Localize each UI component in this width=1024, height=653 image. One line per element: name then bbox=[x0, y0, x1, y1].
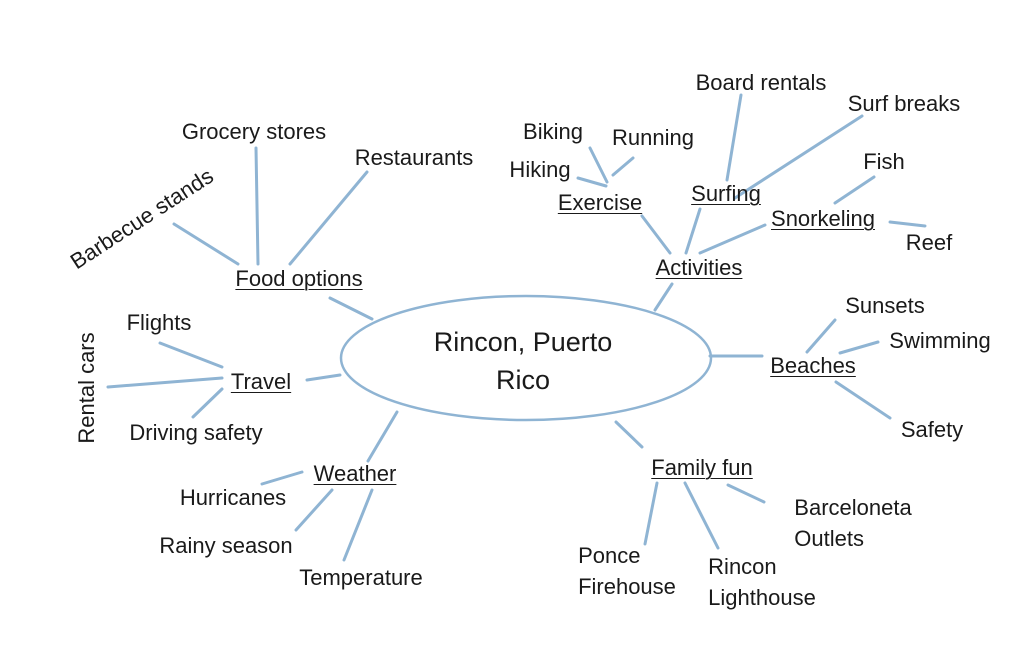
edge-exercise-biking bbox=[588, 146, 609, 184]
leaf-reef: Reef bbox=[905, 230, 953, 255]
leaf-hiking: Hiking bbox=[509, 157, 571, 182]
edge-family-barceloneta bbox=[726, 483, 766, 504]
edge-exercise-running bbox=[611, 156, 635, 177]
hub-food-options: Food options bbox=[235, 266, 363, 291]
hub-activities: Activities bbox=[655, 255, 743, 280]
edge-center-travel bbox=[305, 373, 342, 382]
leaf-fish: Fish bbox=[863, 149, 905, 174]
edge-center-activities bbox=[653, 282, 674, 312]
edge-activities-surfing bbox=[684, 207, 702, 255]
edge-family-ponce bbox=[643, 481, 659, 546]
edge-exercise-hiking bbox=[576, 176, 608, 188]
edge-center-family bbox=[614, 420, 644, 449]
leaf-temperature: Temperature bbox=[299, 565, 423, 590]
edge-activities-snorkeling bbox=[698, 223, 767, 255]
leaf-surf-breaks: Surf breaks bbox=[847, 91, 961, 116]
leaf-sunsets: Sunsets bbox=[845, 293, 925, 318]
hub-weather: Weather bbox=[313, 461, 397, 486]
edge-activities-exercise bbox=[640, 214, 672, 255]
leaf-board-rentals: Board rentals bbox=[695, 70, 827, 95]
hub-exercise: Exercise bbox=[557, 190, 643, 215]
leaf-flights: Flights bbox=[126, 310, 192, 335]
edge-food-grocery bbox=[254, 146, 260, 266]
edge-travel-driving bbox=[191, 387, 224, 419]
edge-center-food bbox=[328, 296, 374, 321]
edge-surfing-breaks bbox=[733, 114, 864, 200]
leaf-barceloneta-outlets: Barceloneta Outlets bbox=[794, 495, 912, 551]
edge-weather-rainy bbox=[294, 488, 334, 532]
edge-beaches-sunsets bbox=[805, 318, 837, 354]
leaf-hurricanes: Hurricanes bbox=[179, 485, 287, 510]
edge-food-barbecue bbox=[172, 222, 240, 266]
leaf-driving-safety: Driving safety bbox=[129, 420, 263, 445]
leaf-rental-cars: Rental cars bbox=[74, 332, 99, 444]
center-ellipse bbox=[339, 294, 713, 422]
leaf-ponce-firehouse: Ponce Firehouse bbox=[578, 543, 676, 599]
leaf-rincon-lighthouse: Rincon Lighthouse bbox=[708, 554, 816, 610]
edge-snorkeling-fish bbox=[833, 175, 876, 205]
leaf-safety: Safety bbox=[900, 417, 964, 442]
edge-weather-temperature bbox=[342, 488, 374, 562]
edge-beaches-swimming bbox=[838, 340, 880, 355]
hub-beaches: Beaches bbox=[770, 353, 856, 378]
center-topic: Rincon, Puerto Rico bbox=[433, 327, 613, 395]
edge-food-restaurants bbox=[288, 170, 369, 266]
hub-family-fun: Family fun bbox=[651, 455, 753, 480]
hub-travel: Travel bbox=[230, 369, 292, 394]
leaf-biking: Biking bbox=[523, 119, 583, 144]
edge-beaches-safety bbox=[834, 380, 892, 420]
hub-surfing: Surfing bbox=[691, 181, 761, 206]
leaf-restaurants: Restaurants bbox=[354, 145, 474, 170]
leaf-rainy-season: Rainy season bbox=[159, 533, 293, 558]
edge-travel-rentalcars bbox=[106, 376, 224, 389]
leaf-swimming: Swimming bbox=[889, 328, 991, 353]
edge-family-lighthouse bbox=[683, 481, 720, 550]
hub-snorkeling: Snorkeling bbox=[771, 206, 875, 231]
leaf-running: Running bbox=[612, 125, 694, 150]
edge-travel-flights bbox=[158, 341, 224, 369]
edge-center-weather bbox=[366, 410, 399, 463]
leaf-grocery-stores: Grocery stores bbox=[181, 119, 327, 144]
edge-snorkeling-reef bbox=[888, 220, 927, 228]
edge-weather-hurricanes bbox=[260, 470, 304, 486]
edge-surfing-board bbox=[725, 93, 743, 182]
